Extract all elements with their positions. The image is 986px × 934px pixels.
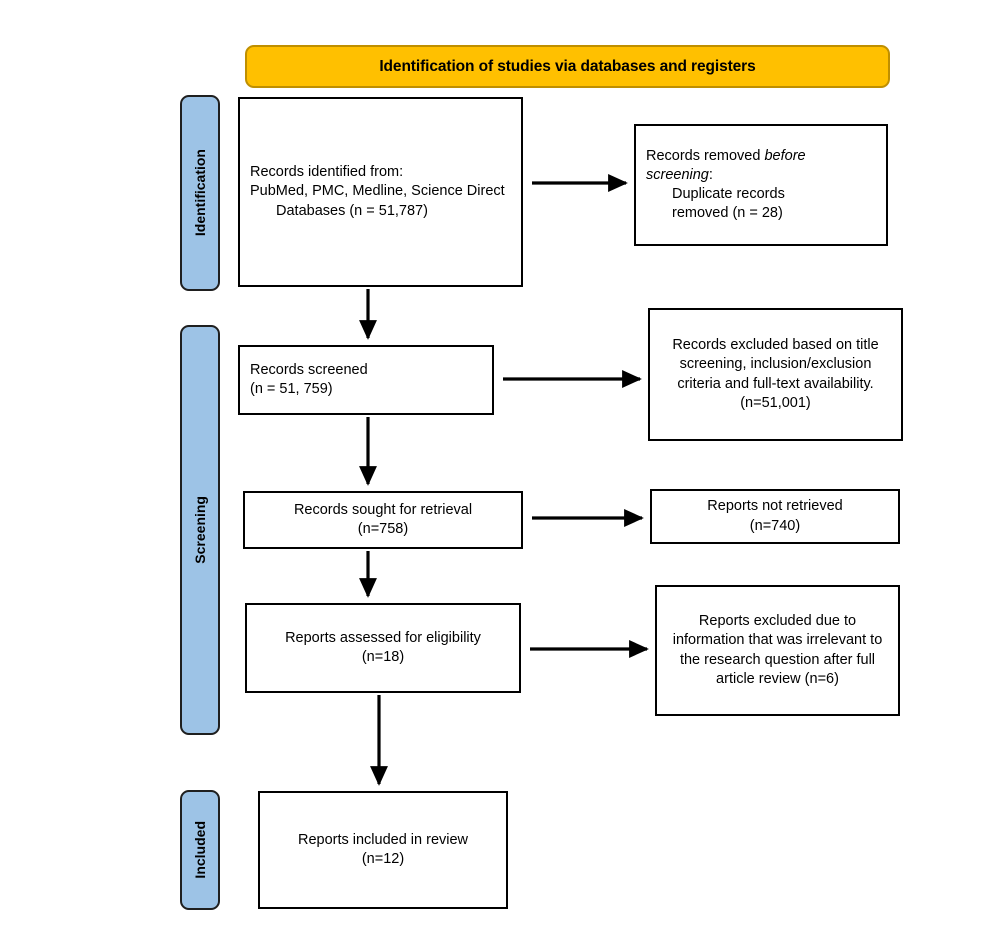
box-records-identified-text: Records identified from: PubMed, PMC, Med… — [250, 163, 511, 220]
stage-tab-screening-label: Screening — [192, 496, 208, 564]
box-records-screened-text: Records screened (n = 51, 759) — [250, 361, 482, 399]
box-records-removed-text: Records removed before screening: Duplica… — [646, 147, 876, 224]
records-removed-line2: Duplicate records — [672, 186, 785, 202]
phase-banner-label: Identification of studies via databases … — [379, 57, 756, 75]
records-identified-line2: PubMed, PMC, Medline, Science Direct — [250, 183, 505, 200]
records-screened-line1: Records screened — [250, 361, 368, 378]
box-reports-excluded: Reports excluded due to information that… — [655, 585, 900, 716]
stage-tab-included: Included — [180, 790, 220, 910]
box-records-identified: Records identified from: PubMed, PMC, Med… — [238, 97, 523, 287]
box-reports-assessed-for-eligibility: Reports assessed for eligibility (n=18) — [245, 603, 521, 693]
records-screened-line2: (n = 51, 759) — [250, 381, 333, 397]
stage-tab-included-label: Included — [192, 821, 208, 879]
box-records-sought-text: Records sought for retrieval (n=758) — [293, 501, 473, 537]
records-identified-line3: Databases (n = 51,787) — [276, 202, 428, 219]
records-removed-line1-tail: : — [708, 166, 713, 183]
box-reports-included-in-review: Reports included in review (n=12) — [258, 791, 508, 909]
box-reports-assessed-text: Reports assessed for eligibility (n=18) — [285, 629, 481, 665]
box-records-removed-before-screening: Records removed before screening: Duplica… — [634, 124, 888, 246]
box-reports-not-retrieved-text: Reports not retrieved (n=740) — [707, 498, 843, 534]
box-records-screened: Records screened (n = 51, 759) — [238, 345, 494, 415]
box-reports-excluded-text: Reports excluded due to information that… — [672, 613, 883, 687]
box-records-excluded-text: Records excluded based on title screenin… — [672, 337, 879, 411]
box-records-excluded: Records excluded based on title screenin… — [648, 308, 903, 441]
records-removed-line1-plain: Records removed — [646, 147, 765, 164]
box-records-sought-for-retrieval: Records sought for retrieval (n=758) — [243, 491, 523, 549]
records-removed-line3: removed (n = 28) — [672, 205, 783, 222]
records-removed-line1-italic: before screening — [646, 147, 806, 183]
box-reports-not-retrieved: Reports not retrieved (n=740) — [650, 489, 900, 544]
records-identified-line1: Records identified from: — [250, 164, 404, 181]
stage-tab-identification-label: Identification — [192, 149, 208, 237]
stage-tab-screening: Screening — [180, 325, 220, 735]
phase-banner-identification: Identification of studies via databases … — [245, 45, 890, 88]
box-reports-included-text: Reports included in review (n=12) — [297, 831, 469, 867]
stage-tab-identification: Identification — [180, 95, 220, 291]
